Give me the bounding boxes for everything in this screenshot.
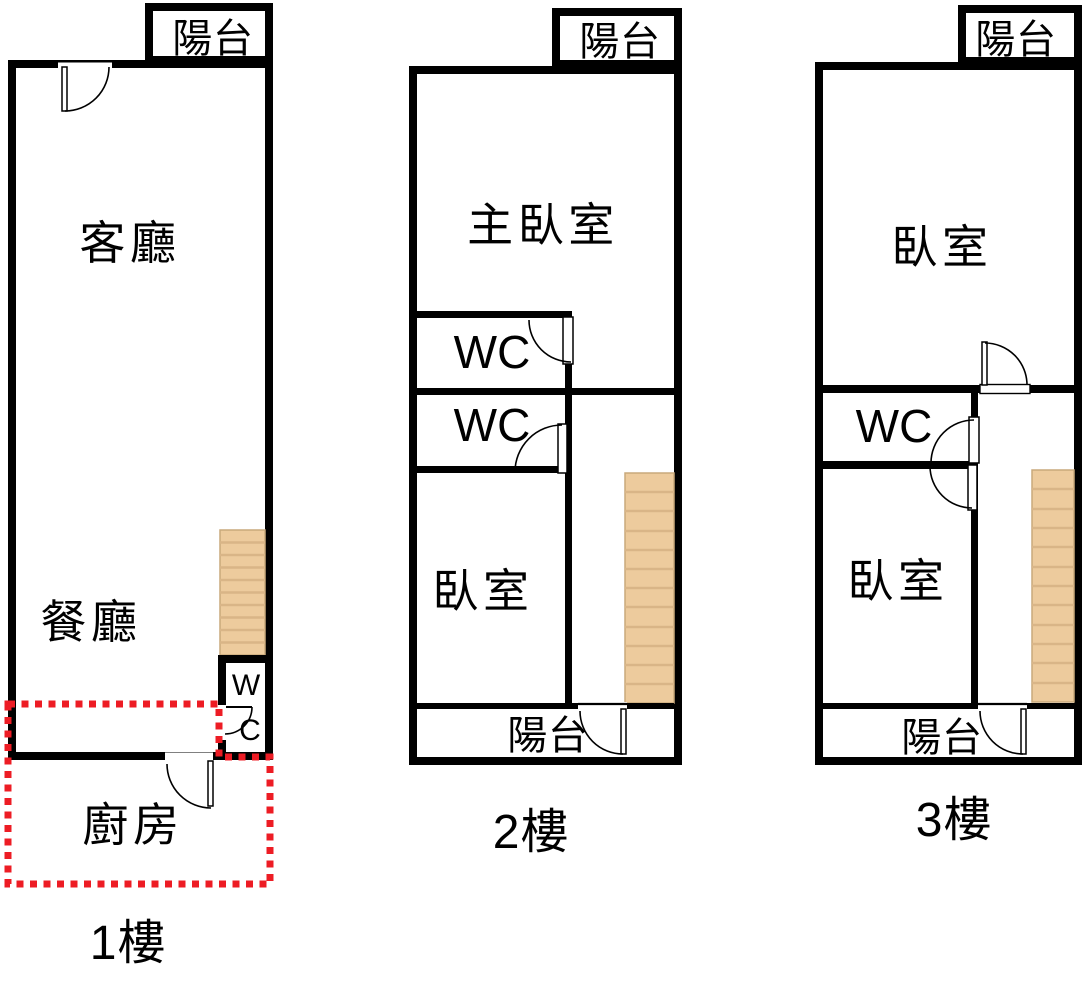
floor2-balcony-door-leaf xyxy=(620,708,627,755)
floor2-divider-wall xyxy=(565,311,572,706)
floor2-wc2-bottom-wall xyxy=(417,466,565,473)
floor1-kitchen-door-leaf xyxy=(207,760,214,807)
floor2-balcony-door-arc xyxy=(579,710,624,755)
floor2-title: 2樓 xyxy=(492,806,570,859)
floor3-wc-bottom-wall xyxy=(823,461,978,469)
floor3-wc-label: WC xyxy=(855,400,933,452)
floor3-bedroom-door-leaf xyxy=(981,341,988,386)
floor3-divider-wall xyxy=(971,393,978,706)
floor2-wc2-door-leaf xyxy=(557,423,568,474)
floor1-balcony-interior xyxy=(153,11,265,56)
floor1-kitchen-door-arc xyxy=(166,763,212,809)
floor1-entry-doorway xyxy=(58,62,112,70)
floor2-balcony-bottom-label: 陽台 xyxy=(507,713,589,758)
floor1-kitchen-doorway xyxy=(165,752,213,761)
floor2-stair-steps xyxy=(625,490,674,686)
floor3-bedroom-upper-label: 臥室 xyxy=(891,222,993,273)
floor2-bedroom-label: 臥室 xyxy=(432,566,534,617)
floor2-mid-wall xyxy=(417,388,674,395)
floor1-entry-door-arc xyxy=(64,66,110,112)
floor2-balcony-bottom-wall xyxy=(417,703,674,709)
floor2-balcony-doorway xyxy=(578,702,627,711)
floor3-balcony-bottom-label: 陽台 xyxy=(901,715,983,760)
floor2-master-bottom-wall xyxy=(417,311,572,318)
floor1-wc-left-wall-lower xyxy=(218,740,226,752)
floor2-wc-upper-label: WC xyxy=(453,326,531,378)
floor1-stair-steps xyxy=(220,541,265,644)
floor1-wc-label-c: C xyxy=(239,714,261,747)
floor3-title: 3樓 xyxy=(915,794,993,847)
floor3-stair-steps xyxy=(1032,487,1074,685)
floor3-balcony-doorway xyxy=(978,702,1027,711)
floor3-wc-door-leaf xyxy=(968,416,980,464)
floor1-title: 1樓 xyxy=(89,917,167,970)
floor3-plan xyxy=(815,5,1082,765)
floor1-living-room-label: 客廳 xyxy=(79,218,181,269)
floor1-dining-room-label: 餐廳 xyxy=(40,597,142,648)
floor1-wc-top-wall xyxy=(218,655,273,663)
floor1-wc-label-w: W xyxy=(231,669,261,702)
floor2-wc-lower-label: WC xyxy=(453,399,531,451)
floor3-bedroom-doorway xyxy=(979,383,1031,395)
floor2-balcony-top-interior xyxy=(560,16,674,60)
floor2-wc1-door-arc xyxy=(528,319,572,363)
floor2-wc1-door-leaf xyxy=(562,316,574,365)
floor2-balcony-top-label: 陽台 xyxy=(579,19,661,64)
floor3-balcony-top-interior xyxy=(966,13,1074,57)
floor1-entry-door-leaf xyxy=(61,66,68,112)
floor2-master-bedroom-label: 主臥室 xyxy=(467,200,619,251)
floor3-bedroom-lower-label: 臥室 xyxy=(847,556,949,607)
floor3-bedroom-door-arc xyxy=(984,342,1028,386)
floor3-bedroom-lower-door-arc xyxy=(929,465,973,509)
floor3-bedroom-lower-door-leaf xyxy=(967,464,978,511)
floor1-kitchen-dashed-outline xyxy=(4,700,274,888)
floor1-wc-left-wall-upper xyxy=(218,655,226,705)
floor3-wc-door-arc xyxy=(930,419,975,464)
floor2-wc2-door-arc xyxy=(514,424,563,473)
floor3-balcony-door-leaf xyxy=(1020,708,1027,755)
floor3-balcony-door-arc xyxy=(979,710,1024,755)
floor1-kitchen-label: 廚房 xyxy=(82,800,184,851)
floor1-plan xyxy=(4,3,274,888)
floor3-bedroom-bottom-wall xyxy=(823,385,1074,393)
floor3-balcony-top-label: 陽台 xyxy=(975,17,1057,62)
floor2-plan xyxy=(409,8,682,765)
floor1-balcony-label: 陽台 xyxy=(172,16,254,61)
floor1-wc-door-arc xyxy=(224,706,253,735)
floor3-balcony-bottom-wall xyxy=(823,703,1074,709)
